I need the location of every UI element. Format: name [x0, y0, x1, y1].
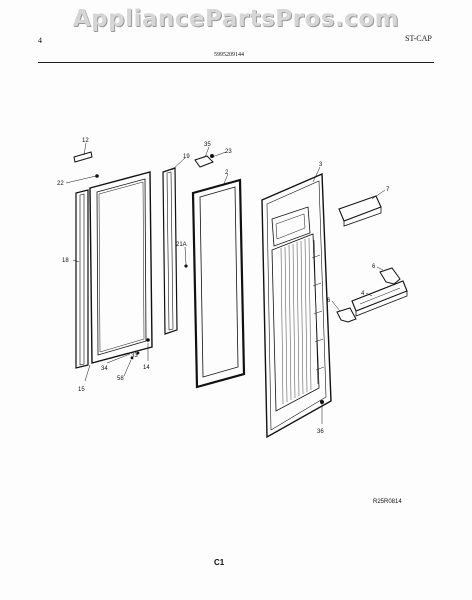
part-door-shelf — [351, 280, 408, 317]
part-door-gasket — [191, 178, 246, 389]
callout-14: 14 — [143, 365, 150, 371]
callout-21a: 21A — [176, 242, 187, 248]
callout-34: 34 — [101, 366, 108, 372]
callout-6-lower: 6 — [327, 298, 331, 304]
callout-2: 2 — [225, 170, 229, 176]
header-page-number: 4 — [38, 36, 42, 45]
part-door-panel — [89, 171, 153, 364]
part-gasket-strip — [75, 189, 89, 369]
part-frame-channel — [162, 167, 178, 335]
callout-36: 36 — [317, 429, 324, 435]
drawing-code: R25R0814 — [373, 499, 402, 505]
callout-33: 33 — [131, 353, 138, 359]
part-hinge-cover — [194, 155, 214, 168]
callout-labels: 12 22 18 15 34 58 33 14 19 21A 35 23 2 3… — [57, 138, 390, 435]
part-shelf-bracket-lower — [336, 307, 357, 323]
callout-4: 4 — [361, 291, 365, 297]
callout-23: 23 — [225, 149, 232, 155]
callout-leader-lines — [65, 142, 386, 424]
callout-35: 35 — [204, 142, 211, 148]
part-hinge-screw — [210, 154, 214, 158]
callout-19: 19 — [183, 154, 190, 160]
callout-22: 22 — [57, 181, 64, 187]
part-top-trim — [73, 151, 93, 163]
part-door-liner — [261, 172, 332, 439]
callout-3: 3 — [319, 162, 323, 168]
page-id: C1 — [214, 558, 225, 567]
callout-58: 58 — [117, 376, 124, 382]
header-rule — [38, 62, 434, 63]
callout-6-upper: 6 — [372, 264, 376, 270]
part-shelf-bracket-upper — [379, 267, 401, 285]
header-model-number: 5995209144 — [214, 52, 244, 58]
part-fasteners — [95, 174, 324, 404]
callout-12: 12 — [82, 138, 89, 144]
part-shelf-bar — [338, 195, 382, 227]
callout-18: 18 — [62, 258, 69, 264]
callout-7: 7 — [386, 187, 390, 193]
header-section-code: ST-CAP — [405, 34, 432, 43]
site-watermark: AppliancePartsPros.com — [72, 6, 400, 32]
callout-15: 15 — [78, 387, 85, 393]
